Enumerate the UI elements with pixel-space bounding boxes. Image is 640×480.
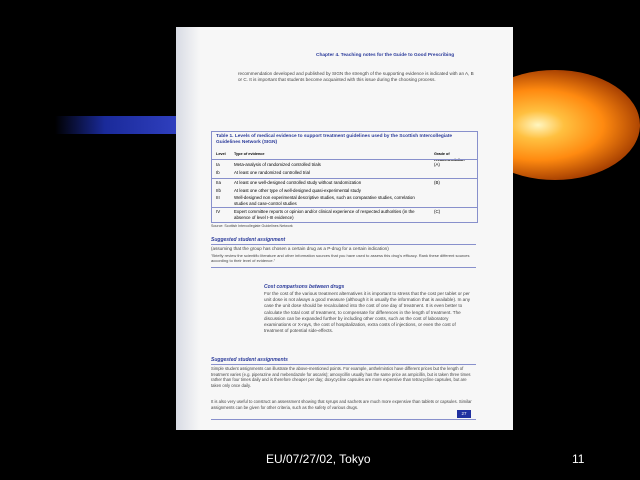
assignments-p2: It is also very useful to construct an a… xyxy=(211,399,472,410)
page-number: 27 xyxy=(457,410,471,418)
cost-heading: Cost comparisons between drugs xyxy=(264,284,345,290)
assignment-context: (assuming that the group has chosen a ce… xyxy=(211,246,389,251)
page-edge-shadow xyxy=(176,27,200,430)
assignment-heading: Suggested student assignment xyxy=(211,237,286,243)
assignments-heading: Suggested student assignments xyxy=(211,357,288,363)
evidence-table: Table 1. Levels of medical evidence to s… xyxy=(211,131,478,223)
chapter-header: Chapter 4. Teaching notes for the Guide … xyxy=(316,53,455,58)
assignment-quote: "Briefly review the scientific literatur… xyxy=(211,253,470,264)
table-title: Table 1. Levels of medical evidence to s… xyxy=(216,134,453,145)
scanned-document-page: Chapter 4. Teaching notes for the Guide … xyxy=(176,27,513,430)
blue-beam-decoration xyxy=(55,116,180,134)
col-type: Type of evidence xyxy=(234,152,265,156)
intro-text: recommendation developed and published b… xyxy=(238,71,474,83)
footer-label: EU/07/27/02, Tokyo xyxy=(266,452,371,466)
assignments-p1: Simple student assignments can illustrat… xyxy=(211,366,471,388)
slide-number: 11 xyxy=(572,452,585,466)
col-level: Level xyxy=(216,152,226,156)
cost-body: For the cost of the various treatment al… xyxy=(264,291,471,334)
table-source: Source: Scottish Intercollegiate Guideli… xyxy=(211,224,293,228)
col-grade: Grade of recommendation xyxy=(434,152,465,162)
